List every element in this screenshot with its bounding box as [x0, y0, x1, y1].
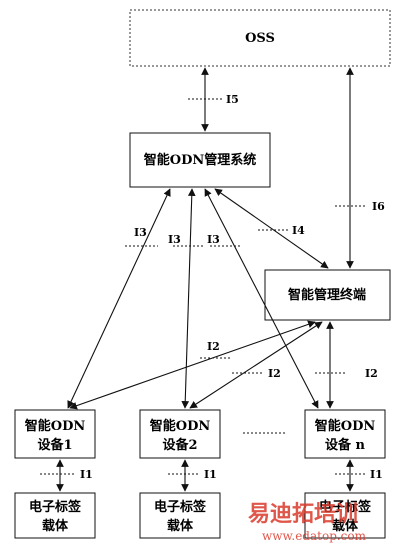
label-i3-b: I3 [168, 233, 181, 246]
mgmt-system-label: 智能ODN管理系统 [144, 152, 256, 168]
label-i6: I6 [372, 200, 385, 213]
mgmt-terminal-box: 智能管理终端 [264, 269, 391, 321]
label-i1-c: I1 [370, 468, 383, 481]
odn-device-1-box: 智能ODN 设备1 [14, 409, 96, 459]
tag-carrier-2-line1: 电子标签 [154, 499, 207, 515]
label-i5: I5 [226, 93, 239, 106]
label-i1-b: I1 [204, 468, 217, 481]
link-i3-dev1 [67, 188, 171, 409]
odn-device-n-box: 智能ODN 设备 n [304, 409, 386, 459]
link-i4 [214, 188, 329, 269]
interface-ticks [40, 98, 365, 475]
label-i3-a: I3 [134, 226, 147, 239]
label-i4: I4 [292, 224, 305, 237]
odn-device-2-line2: 设备2 [162, 437, 197, 453]
tag-carrier-n-box: 电子标签 载体 [304, 492, 386, 539]
oss-box: OSS [129, 9, 391, 67]
odn-device-n-line1: 智能ODN [315, 418, 376, 434]
tag-carrier-1-line2: 载体 [42, 518, 69, 534]
label-i2-a: I2 [207, 340, 220, 353]
tag-carrier-n-line1: 电子标签 [319, 499, 372, 515]
mgmt-system-box: 智能ODN管理系统 [129, 132, 271, 188]
watermark: 易迪拓培训 www.edatop.com [248, 501, 367, 543]
label-i1-a: I1 [80, 468, 93, 481]
tag-carrier-2-line2: 载体 [167, 518, 194, 534]
odn-device-n-line2: 设备 n [325, 437, 366, 453]
link-i3-dev2 [181, 188, 196, 409]
watermark-url: www.edatop.com [262, 529, 367, 543]
odn-device-1-line2: 设备1 [37, 437, 72, 453]
tag-carrier-1-box: 电子标签 载体 [14, 492, 96, 539]
connectors [56, 67, 354, 492]
label-i3-c: I3 [207, 233, 220, 246]
odn-device-2-box: 智能ODN 设备2 [139, 409, 221, 459]
link-i2-dev1 [69, 320, 316, 410]
label-i2-c: I2 [365, 367, 378, 380]
odn-device-1-line1: 智能ODN [25, 418, 86, 434]
tag-carrier-2-box: 电子标签 载体 [139, 492, 221, 539]
label-i2-b: I2 [268, 367, 281, 380]
oss-label: OSS [245, 31, 275, 46]
watermark-logo: 易迪拓培训 [248, 501, 358, 527]
link-i2-dev2 [189, 321, 323, 409]
mgmt-terminal-label: 智能管理终端 [288, 287, 366, 303]
odn-device-2-line1: 智能ODN [150, 418, 211, 434]
tag-carrier-n-line2: 载体 [332, 518, 359, 534]
tag-carrier-1-line1: 电子标签 [29, 499, 82, 515]
